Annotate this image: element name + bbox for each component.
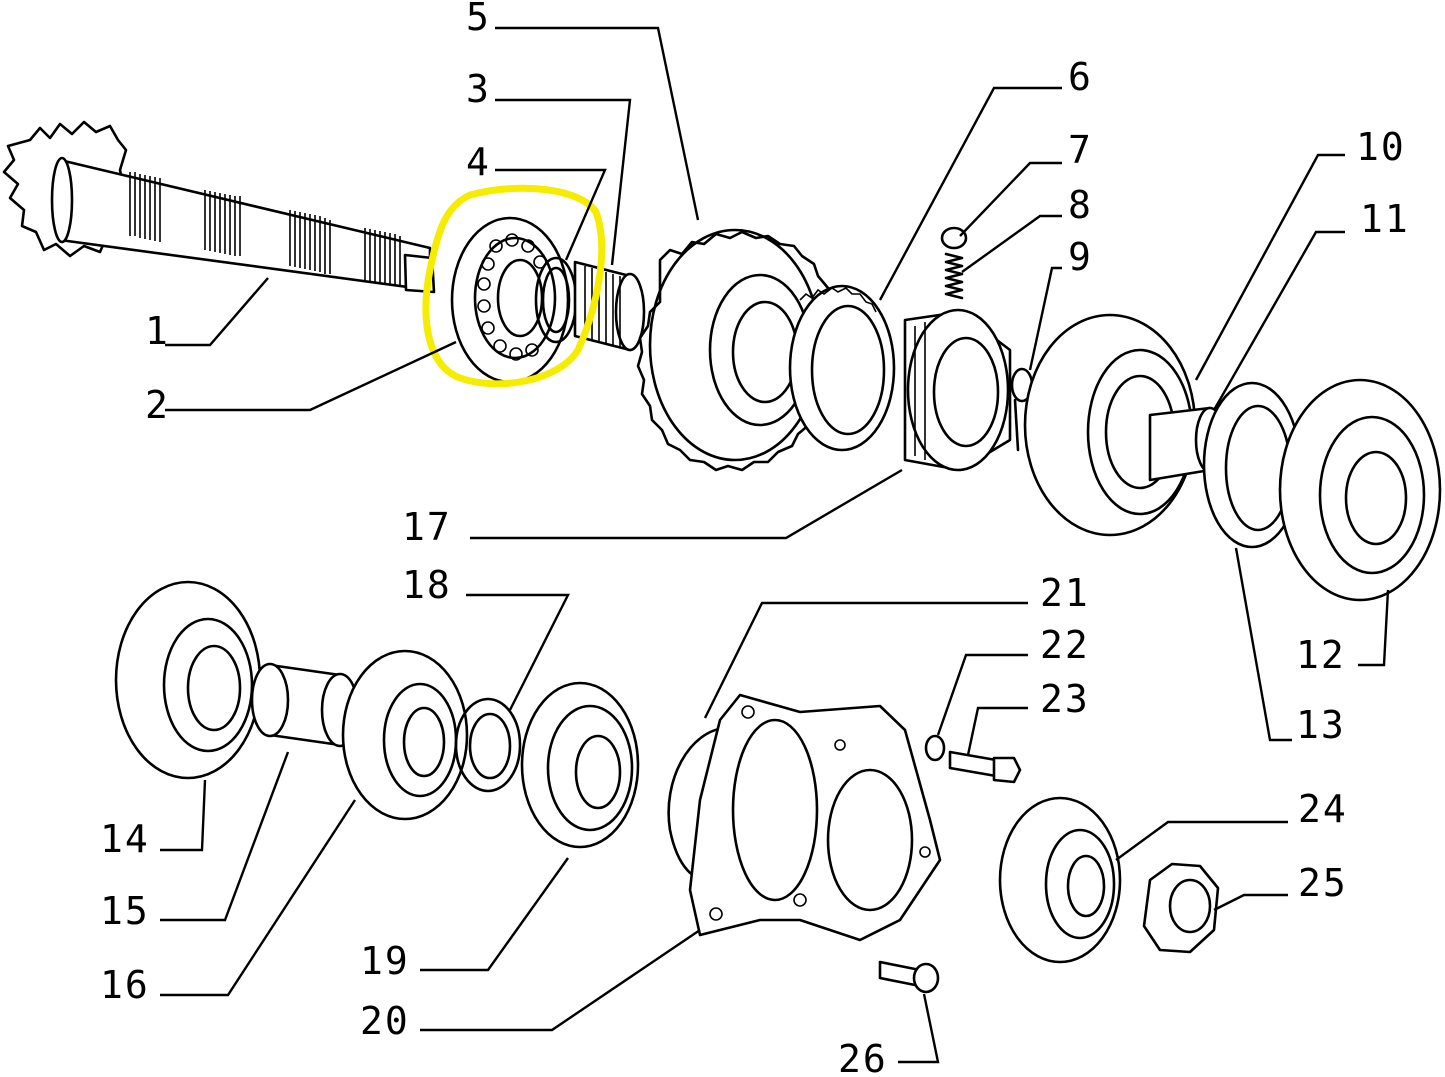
part-labels: 1 2 3 4 5 6 7 8 9 10 11 12 13 14 15 16 1…	[100, 0, 1410, 1077]
label-23: 23	[1040, 677, 1090, 721]
leader-lines	[160, 26, 1390, 1064]
part-20-cover-plate	[688, 693, 942, 942]
highlight-outline	[422, 184, 606, 388]
label-5: 5	[466, 0, 491, 39]
part-24-gear	[998, 796, 1122, 964]
label-10: 10	[1356, 125, 1406, 169]
part-14-gear	[114, 580, 262, 780]
label-8: 8	[1068, 183, 1093, 227]
label-20: 20	[360, 999, 410, 1043]
label-15: 15	[100, 889, 150, 933]
label-24: 24	[1298, 787, 1348, 831]
part-8-spring	[944, 252, 964, 300]
label-21: 21	[1040, 571, 1090, 615]
label-12: 12	[1296, 633, 1346, 677]
part-22-washer	[924, 734, 946, 762]
label-3: 3	[466, 67, 491, 111]
part-7-detent-ball	[940, 226, 968, 250]
part-19-bearing	[520, 681, 640, 849]
label-2: 2	[145, 383, 170, 427]
part-23-screw	[948, 750, 1022, 784]
label-1: 1	[145, 309, 170, 353]
label-22: 22	[1040, 623, 1090, 667]
label-18: 18	[402, 563, 452, 607]
label-14: 14	[100, 817, 150, 861]
label-7: 7	[1068, 128, 1093, 172]
part-26-screw	[878, 960, 940, 994]
label-11: 11	[1360, 197, 1410, 241]
part-1-main-shaft	[2, 120, 436, 294]
label-9: 9	[1068, 235, 1093, 279]
part-25-nut	[1142, 862, 1220, 954]
label-19: 19	[360, 939, 410, 983]
label-26: 26	[838, 1037, 888, 1077]
part-16-gear	[341, 649, 469, 821]
part-17-synchro-sleeve	[903, 308, 1012, 472]
label-4: 4	[466, 140, 491, 184]
part-2-ball-bearing	[450, 216, 570, 384]
part-13-synchro-ring	[1202, 381, 1302, 549]
label-16: 16	[100, 963, 150, 1007]
label-6: 6	[1068, 55, 1093, 99]
label-25: 25	[1298, 861, 1348, 905]
label-13: 13	[1296, 703, 1346, 747]
part-18-washer	[454, 697, 522, 793]
part-12-helical-gear	[1278, 378, 1442, 602]
part-6-synchro-ring	[788, 284, 896, 452]
label-17: 17	[402, 505, 452, 549]
part-15-spacer	[250, 662, 360, 748]
